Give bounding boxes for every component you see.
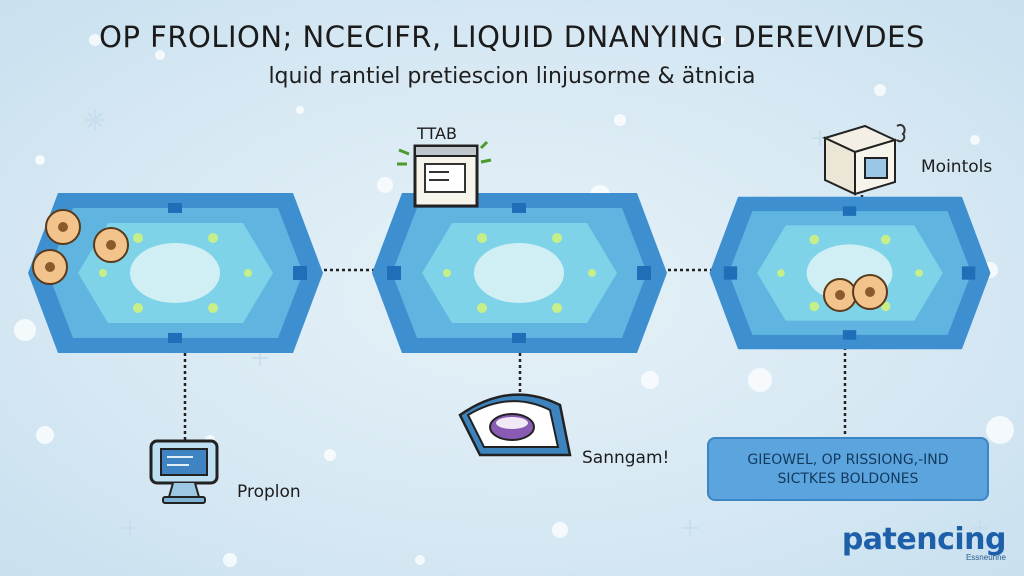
brand-name: patencing [841,522,1007,557]
box-icon [822,124,906,196]
coin-icon [823,274,888,312]
coin-icon [32,209,129,285]
brand-tagline: Essneunne [965,553,1006,562]
info-callout: GIEOWEL, OP RISSIONG,-IND SICTKES BOLDON… [707,437,989,501]
computer-icon [149,439,219,504]
diagram-subtitle: lquid rantiel pretiescion linjusorme & ä… [268,64,756,89]
bottom-middle-label: Sanngam! [582,448,670,468]
tab-window-icon [397,140,492,208]
diagram-title: OP FROLION; NCECIFR, LIQUID DNANYING DER… [99,20,925,54]
callout-line-2: SICTKES BOLDONES [777,471,919,487]
top-right-label: Mointols [921,157,993,177]
brand-logo: patencing Essneunne [841,522,1007,562]
hand-scroll-icon [458,393,572,457]
bottom-left-label: Proplon [237,482,301,502]
crystal-node-middle [372,193,667,353]
crystal-node-right [709,196,991,350]
tab-label: TTAB [417,124,457,143]
callout-line-1: GIEOWEL, OP RISSIONG,-IND [747,452,949,468]
